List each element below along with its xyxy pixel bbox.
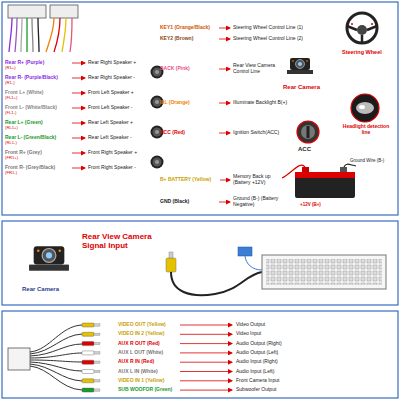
wire-label: VIDEO IN 1 (Yellow) (118, 378, 164, 384)
wire-function: Rear Right Speaker - (88, 75, 135, 81)
pin-code: (FL1+) (5, 96, 17, 101)
wire-function: Audio Input (Left) (236, 369, 274, 375)
wire-label: B+ BATTERY (Yellow) (160, 177, 211, 183)
wire-label: ILL (Orange) (160, 100, 190, 106)
wire-function: Steering Wheel Control Line (1) (233, 25, 303, 31)
acc-switch (297, 121, 319, 143)
wire-function: Video Input (236, 331, 261, 337)
wire-label: BACK (Pink) (160, 66, 190, 72)
wire-label: Rear R+ (Purple) (5, 60, 44, 66)
wire-function: Front Left Speaker + (88, 90, 134, 96)
headlight (351, 94, 379, 122)
wire-label: Front L+ (White) (5, 90, 43, 96)
part-name: Rear Camera (22, 286, 59, 293)
pin-code: (FR1-) (5, 171, 17, 176)
wire-function: Memory Back up (Battery +12V) (233, 174, 285, 186)
wire-label: Front R- (Grey/Black) (5, 165, 55, 171)
wire-function: Ignition Switch(ACC) (233, 130, 279, 136)
part-name: Steering Wheel (342, 49, 382, 55)
wire-label: AUX L IN (White) (118, 369, 158, 375)
wire-function: Front Right Speaker + (88, 150, 137, 156)
wire-label: KEY2 (Brown) (160, 36, 193, 42)
wire-function: Front Left Speaker - (88, 105, 132, 111)
wire-label: Rear R- (Purple/Black) (5, 75, 58, 81)
terminal-label: +12V (B+) (300, 202, 321, 207)
wire-label: VIDEO OUT (Yellow) (118, 322, 166, 328)
part-name: ACC (298, 146, 311, 153)
red-arrows (72, 28, 232, 390)
battery (282, 164, 356, 198)
wire-function: Illuminate Backlight B(+) (233, 100, 287, 106)
wire-function: Rear Left Speaker + (88, 120, 133, 126)
wire-label: Front R+ (Grey) (5, 150, 42, 156)
wire-function: Audio Input (Right) (236, 359, 278, 365)
part-name: Ground Wire (B-) (350, 158, 384, 163)
wire-label: SUB WOOFOR (Green) (118, 387, 172, 393)
wire-label: AUX R IN (Red) (118, 359, 154, 365)
wire-label: Front L- (White/Black) (5, 105, 57, 111)
wire-function: Front Right Speaker - (88, 165, 136, 171)
speaker-symbols (151, 66, 164, 169)
wire-function: Rear View Camera Control Line (233, 63, 281, 75)
wire-function: Steering Wheel Control Line (2) (233, 36, 303, 42)
wire-label: AUX L OUT (White) (118, 350, 163, 356)
head-unit-connector (262, 255, 386, 289)
wire-label: AUX R OUT (Red) (118, 341, 160, 347)
pin-code: (FL1-) (5, 111, 16, 116)
wire-function: Subwoofer Output (236, 387, 276, 393)
pin-code: (RL1-) (5, 141, 17, 146)
wire-function: Video Output (236, 322, 265, 328)
wire-label: ACC (Red) (160, 130, 185, 136)
wire-label: Rear L- (Green/Black) (5, 135, 56, 141)
wire-function: Front Camera Input (236, 378, 279, 384)
rear-camera (287, 58, 313, 74)
wire-function: Audio Output (Left) (236, 350, 278, 356)
wire-label: VIDEO IN 2 (Yellow) (118, 331, 164, 337)
wire-function: Rear Left Speaker - (88, 135, 132, 141)
wire-function: Audio Output (Right) (236, 341, 282, 347)
wire-label: KEY1 (Orange/Black) (160, 25, 210, 31)
wire-label: GND (Black) (160, 199, 189, 205)
part-name: Headlight detection line (340, 124, 392, 136)
pin-code: (FR1+) (5, 156, 18, 161)
rear-camera (29, 246, 69, 271)
main-harness (8, 5, 78, 52)
rca-harness (8, 323, 100, 392)
camera-cable (166, 247, 262, 295)
section-title: Rear View Camera Signal Input (82, 232, 162, 250)
pin-code: (RL1+) (5, 126, 18, 131)
pin-code: (R1+) (5, 66, 16, 71)
wire-label: Rear L+ (Green) (5, 120, 43, 126)
wire-function: Rear Right Speaker + (88, 60, 136, 66)
pin-code: (R1-) (5, 81, 15, 86)
steering-wheel (347, 13, 377, 43)
part-name: Rear Camera (283, 84, 320, 91)
wire-function: Ground (B-) (Battery Negative) (233, 196, 285, 208)
